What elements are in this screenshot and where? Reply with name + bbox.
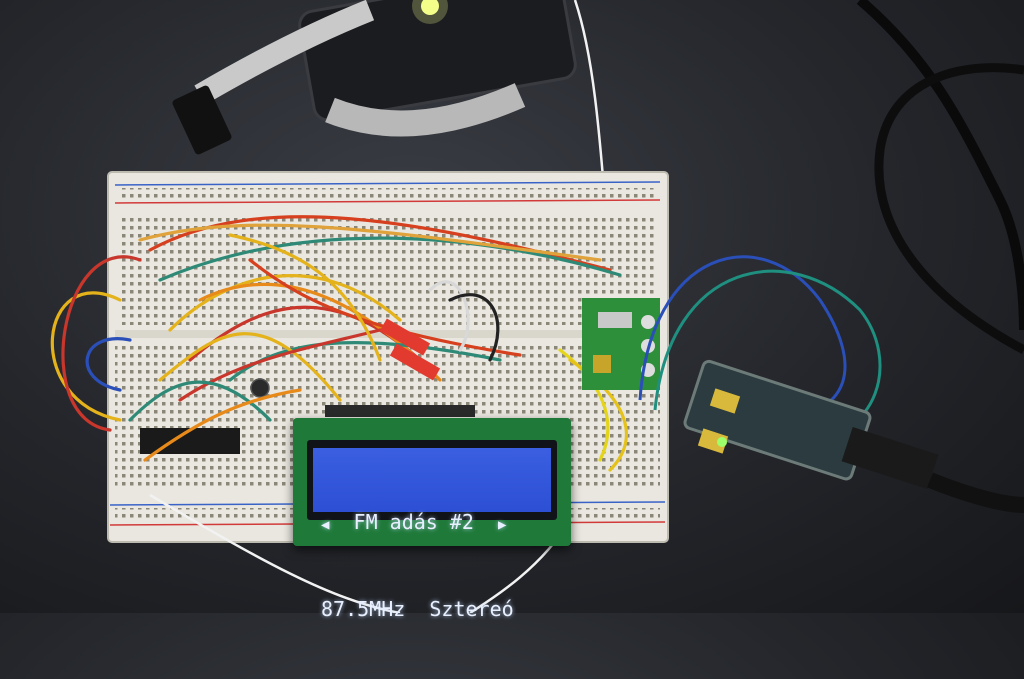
capacitor bbox=[250, 378, 270, 398]
left-arrow-icon: ◀ bbox=[321, 517, 330, 533]
lcd-line-1: ◀ FM adás #2 ▶ bbox=[321, 508, 543, 539]
lcd-line-2: 87.5MHz Sztereó bbox=[321, 597, 514, 621]
ribbon-cable bbox=[194, 0, 375, 105]
status-led bbox=[421, 0, 439, 15]
lcd-module: ◀ FM adás #2 ▶ 87.5MHz Sztereó bbox=[293, 418, 571, 621]
lcd-screen: ◀ FM adás #2 ▶ 87.5MHz Sztereó bbox=[313, 448, 551, 621]
right-arrow-icon: ▶ bbox=[498, 517, 507, 533]
ribbon-connector bbox=[172, 85, 232, 155]
wire-label bbox=[389, 343, 441, 381]
black-cable bbox=[856, 0, 1024, 331]
dongle-led bbox=[717, 437, 727, 447]
wire-label bbox=[379, 318, 431, 356]
white-wire bbox=[149, 493, 401, 613]
lcd-header-pins bbox=[325, 405, 475, 417]
ic-chip bbox=[140, 428, 240, 454]
usb-dongle bbox=[683, 359, 1024, 513]
ribbon-cable bbox=[325, 83, 526, 137]
fm-module bbox=[582, 298, 660, 390]
black-cable bbox=[874, 63, 1024, 354]
station-name: FM adás #2 bbox=[353, 510, 474, 534]
